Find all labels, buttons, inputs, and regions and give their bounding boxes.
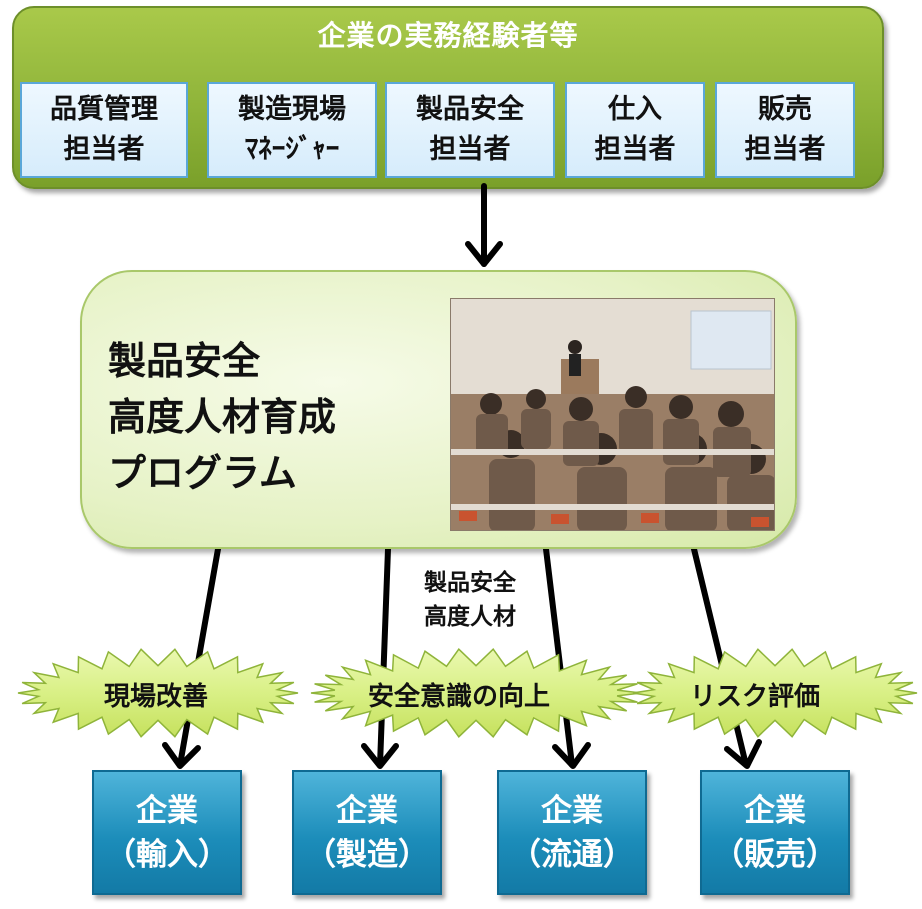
company-sales-type: （販売） — [713, 836, 837, 873]
arrow-to-sales-company — [691, 546, 762, 769]
arrow-to-import-company — [162, 546, 221, 769]
company-sales-name: 企業 — [744, 792, 806, 829]
company-distribution: 企業 （流通） — [497, 770, 647, 895]
burst-safety-awareness — [310, 648, 642, 738]
role-product-safety: 製品安全 担当者 — [385, 82, 555, 178]
outcome-site-improvement: 現場改善 — [104, 682, 209, 712]
company-manufacturing-type: （製造） — [305, 836, 429, 873]
company-sales: 企業 （販売） — [700, 770, 850, 895]
seminar-photo-illustration — [451, 299, 774, 530]
arrow-to-manufacturing-company — [361, 546, 399, 769]
role-quality-control: 品質管理 担当者 — [20, 82, 188, 178]
role-manufacturing-manager: 製造現場 ﾏﾈｰｼﾞｬｰ — [207, 82, 377, 178]
company-import-name: 企業 — [136, 792, 198, 829]
company-distribution-type: （流通） — [510, 836, 634, 873]
company-manufacturing-name: 企業 — [336, 792, 398, 829]
outcome-risk-assessment: リスク評価 — [690, 682, 821, 712]
group-title: 企業の実務経験者等 — [317, 19, 579, 52]
company-import: 企業 （輸入） — [92, 770, 242, 895]
company-import-type: （輸入） — [105, 836, 229, 873]
company-distribution-name: 企業 — [541, 792, 603, 829]
burst-risk-assessment — [632, 648, 918, 738]
arrow-to-program — [465, 183, 503, 267]
seminar-photo — [450, 298, 775, 531]
company-manufacturing: 企業 （製造） — [292, 770, 442, 895]
role-purchasing: 仕入 担当者 — [565, 82, 705, 178]
outcome-safety-awareness: 安全意識の向上 — [368, 682, 551, 712]
burst-site-improvement — [17, 648, 299, 738]
program-title: 製品安全 高度人材育成 プログラム — [108, 339, 337, 495]
advanced-safety-personnel-label: 製品安全 高度人材 — [424, 570, 516, 630]
role-sales: 販売 担当者 — [715, 82, 855, 178]
